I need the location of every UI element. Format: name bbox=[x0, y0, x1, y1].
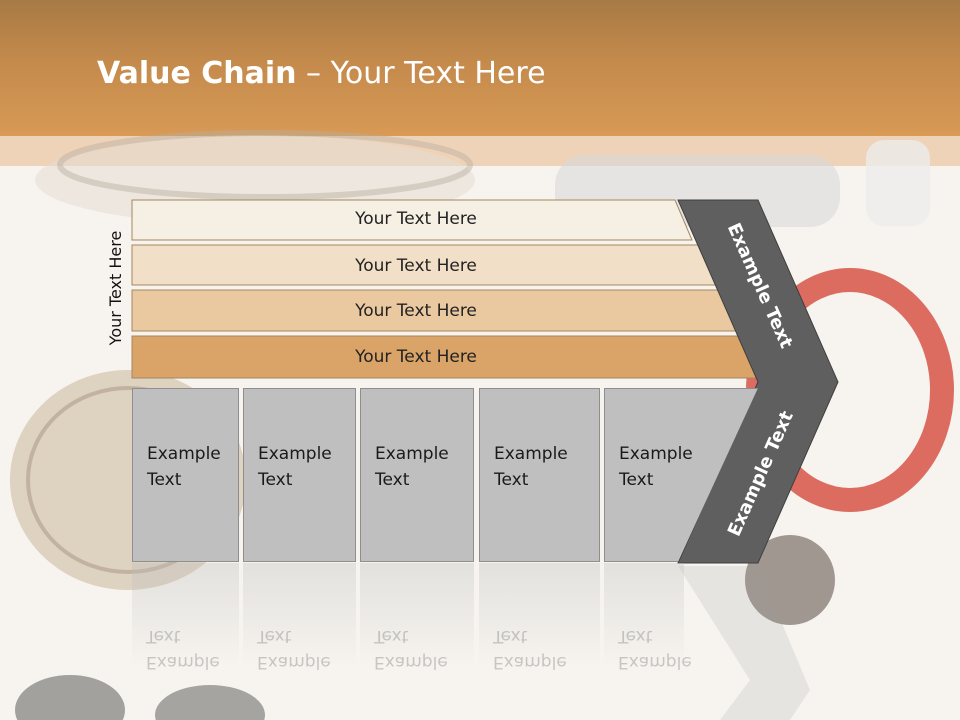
bar-1 bbox=[131, 199, 693, 241]
bar-1-label: Your Text Here bbox=[355, 209, 477, 229]
slide-title: Value Chain – Your Text Here bbox=[97, 54, 546, 94]
title-bar bbox=[0, 0, 960, 136]
bar-2-label: Your Text Here bbox=[355, 256, 477, 276]
bar-4-label: Your Text Here bbox=[355, 347, 477, 367]
slide-title-rest: – Your Text Here bbox=[296, 56, 546, 91]
chevron-arrow bbox=[677, 199, 839, 564]
slide-title-bold: Value Chain bbox=[97, 56, 297, 91]
chevron-reflection bbox=[678, 566, 810, 720]
bar-3-label: Your Text Here bbox=[355, 301, 477, 321]
